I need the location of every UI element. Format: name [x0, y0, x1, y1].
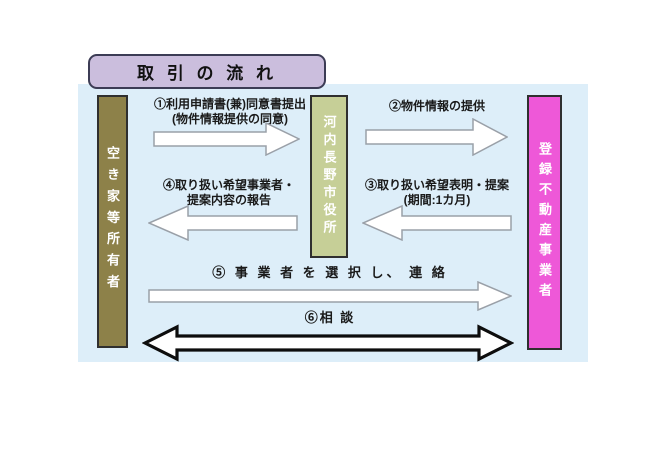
arrow-right-shape: [148, 281, 512, 311]
diagram-title: 取 引 の 流 れ: [137, 64, 277, 83]
actor-agent-bar: 登録不動産事業者: [527, 95, 562, 350]
step1-right-arrow-icon: [153, 122, 300, 156]
actor-city-label: 河内長野市役所: [321, 115, 337, 238]
step1-label-line1: ①利用申請書(兼)同意書提出: [154, 97, 306, 111]
step4-left-arrow-icon: [148, 205, 298, 241]
step1-label: ①利用申請書(兼)同意書提出 (物件情報提供の同意): [134, 97, 326, 127]
arrow-left-shape: [148, 205, 298, 241]
step4-label-line2: 提案内容の報告: [186, 193, 271, 207]
step3-label: ③取り扱い希望表明・提案 (期間:1カ月): [356, 178, 518, 208]
arrow-right-shape: [365, 118, 508, 156]
step4-label: ④取り扱い希望事業者・ 提案内容の報告: [138, 178, 320, 208]
step5-label-line1: ⑤ 事 業 者 を 選 択 し、 連 絡: [212, 265, 448, 280]
diagram-title-box: 取 引 の 流 れ: [88, 54, 326, 89]
step2-label: ②物件情報の提供: [363, 99, 511, 114]
step2-label-line1: ②物件情報の提供: [388, 99, 485, 113]
actor-owner-bar: 空き家等所有者: [97, 95, 128, 348]
step3-left-arrow-icon: [362, 205, 512, 241]
arrow-left-shape: [362, 205, 512, 241]
arrow-right-shape: [153, 122, 300, 156]
step6-double-arrow-icon: [142, 324, 514, 362]
actor-city-bar: 河内長野市役所: [310, 95, 348, 258]
step2-right-arrow-icon: [365, 118, 508, 156]
arrow-double-shape: [142, 324, 514, 362]
step1-label-line2: (物件情報提供の同意): [172, 112, 288, 126]
step5-right-arrow-icon: [148, 281, 512, 311]
step3-label-line1: ③取り扱い希望表明・提案: [364, 178, 509, 192]
step3-label-line2: (期間:1カ月): [403, 193, 471, 207]
actor-agent-label: 登録不動産事業者: [537, 141, 552, 304]
actor-owner-label: 空き家等所有者: [105, 146, 120, 297]
step4-label-line1: ④取り扱い希望事業者・: [162, 178, 295, 192]
step5-label: ⑤ 事 業 者 を 選 択 し、 連 絡: [148, 265, 512, 280]
step6-label-line1: ⑥相 談: [304, 310, 356, 325]
step6-label: ⑥相 談: [148, 310, 512, 325]
